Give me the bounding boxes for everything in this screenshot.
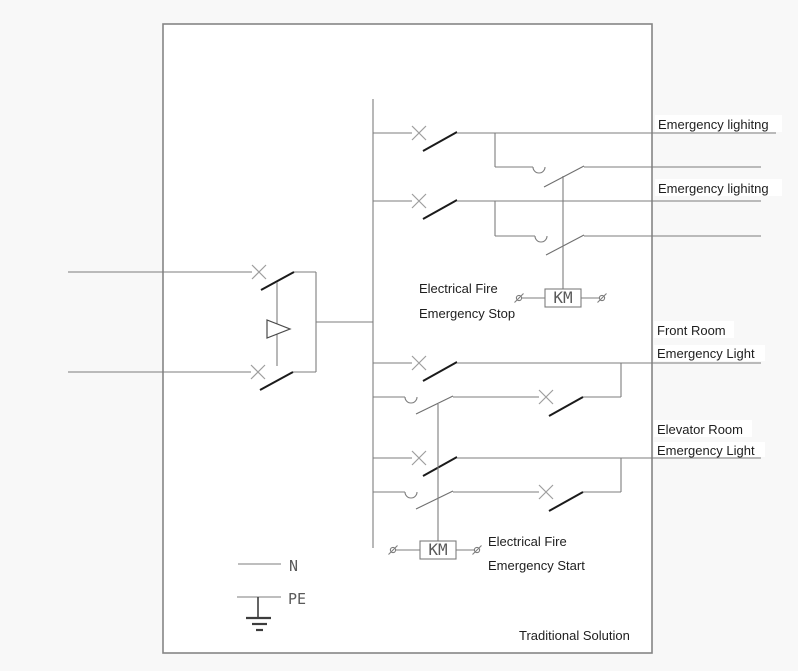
fire-switch2-x-icon	[538, 484, 554, 500]
branch-circuit-3	[373, 355, 761, 397]
km1-coil-label: KM	[553, 288, 572, 307]
branch2-switch-x-icon	[411, 193, 427, 209]
breaker-pole2-x-icon	[250, 364, 266, 380]
label-electrical-fire-stop-2: Emergency Stop	[419, 306, 515, 321]
branch3-switch-blade	[422, 361, 458, 382]
label-bg	[655, 179, 782, 196]
terminal-icon	[388, 545, 398, 555]
contact-arc-icon	[404, 491, 418, 499]
trip-unit-triangle-icon	[266, 319, 292, 339]
neutral-terminal: N	[238, 557, 298, 575]
branch4-switch-blade	[422, 456, 458, 477]
breaker-pole2-blade	[259, 371, 294, 391]
label-electrical-fire-start-2: Emergency Start	[488, 558, 585, 573]
label-bg	[654, 345, 765, 361]
label-bg	[655, 115, 782, 132]
label-front-room-1: Front Room	[657, 323, 726, 338]
km-contactor-2: KM	[388, 404, 482, 560]
km1-contact-b	[495, 234, 761, 256]
branch1-switch-x-icon	[411, 125, 427, 141]
fire-switch2-blade	[548, 491, 584, 512]
label-electrical-fire-stop-1: Electrical Fire	[419, 281, 498, 296]
km2-contact-b	[373, 484, 621, 512]
km2-coil-label: KM	[428, 540, 447, 559]
label-bg	[654, 321, 734, 338]
pe-label: PE	[288, 590, 306, 608]
label-electrical-fire-start-1: Electrical Fire	[488, 534, 567, 549]
label-front-room-2: Emergency Light	[657, 346, 755, 361]
breaker-pole1-blade	[260, 271, 295, 291]
terminal-icon	[597, 293, 607, 303]
branch4-switch-x-icon	[411, 450, 427, 466]
label-bg	[654, 420, 752, 437]
diagram-title: Traditional Solution	[519, 628, 630, 643]
km2-contact-a	[373, 389, 621, 417]
branch-circuit-2	[373, 193, 761, 236]
branch-circuit-1	[373, 125, 776, 167]
earth-ground-icon	[246, 597, 271, 632]
contact-arc-icon	[532, 166, 546, 174]
label-bg	[654, 442, 765, 457]
km1-contact-a	[495, 165, 761, 188]
branch-circuit-4	[373, 450, 761, 492]
contact-arc-icon	[534, 235, 548, 243]
breaker-pole1-x-icon	[251, 264, 267, 280]
branch1-switch-blade	[422, 131, 458, 152]
fire-switch1-x-icon	[538, 389, 554, 405]
label-elevator-room-1: Elevator Room	[657, 422, 743, 437]
label-elevator-room-2: Emergency Light	[657, 443, 755, 458]
main-breaker	[266, 271, 373, 373]
pe-terminal: PE	[237, 590, 306, 632]
branch2-switch-blade	[422, 199, 458, 220]
incoming-supply	[68, 264, 295, 391]
label-emergency-lighting-1: Emergency lighitng	[658, 117, 769, 132]
label-emergency-lighting-2: Emergency lighitng	[658, 181, 769, 196]
fire-switch1-blade	[548, 396, 584, 417]
enclosure-panel	[162, 23, 653, 654]
terminal-icon	[514, 293, 524, 303]
branch3-switch-x-icon	[411, 355, 427, 371]
contact-arc-icon	[404, 396, 418, 404]
km-contactor-1: KM	[514, 176, 607, 308]
terminal-icon	[472, 545, 482, 555]
neutral-label: N	[289, 557, 298, 575]
